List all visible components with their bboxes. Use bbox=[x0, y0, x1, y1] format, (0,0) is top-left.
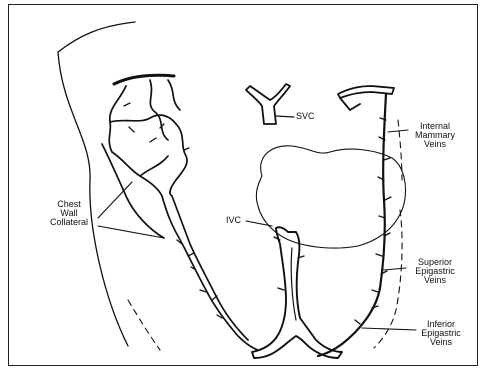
ivc-vessel bbox=[252, 227, 342, 358]
dashed-line-right-upper bbox=[398, 120, 402, 180]
ivc-label: IVC bbox=[226, 216, 241, 225]
dashed-line-left bbox=[128, 300, 160, 350]
svc-vessel bbox=[246, 84, 290, 124]
internal-mammary-veins-label: Internal Mammary Veins bbox=[410, 122, 460, 149]
svc-pointer bbox=[276, 116, 294, 117]
left-subclavian-vein bbox=[114, 75, 174, 84]
torso-outline bbox=[58, 22, 135, 52]
ivc-pointer bbox=[246, 221, 272, 226]
inferior-epigastric-veins-label: Inferior Epigastric Veins bbox=[414, 320, 468, 347]
superior-epigastric-pointer bbox=[384, 268, 406, 270]
chest-wall-collateral-label: Chest Wall Collateral bbox=[40, 200, 98, 227]
collateral-branches bbox=[124, 103, 222, 318]
chest-wall-pointer-1 bbox=[98, 182, 132, 218]
ivc-inner-line bbox=[291, 248, 296, 320]
right-brachiocephalic bbox=[340, 98, 360, 110]
internal-mammary-vein bbox=[318, 94, 386, 356]
inferior-epigastric-pointer bbox=[362, 328, 416, 330]
svc-label: SVC bbox=[296, 112, 315, 121]
mammary-pointer bbox=[388, 130, 408, 132]
superior-epigastric-veins-label: Superior Epigastric Veins bbox=[408, 258, 462, 285]
